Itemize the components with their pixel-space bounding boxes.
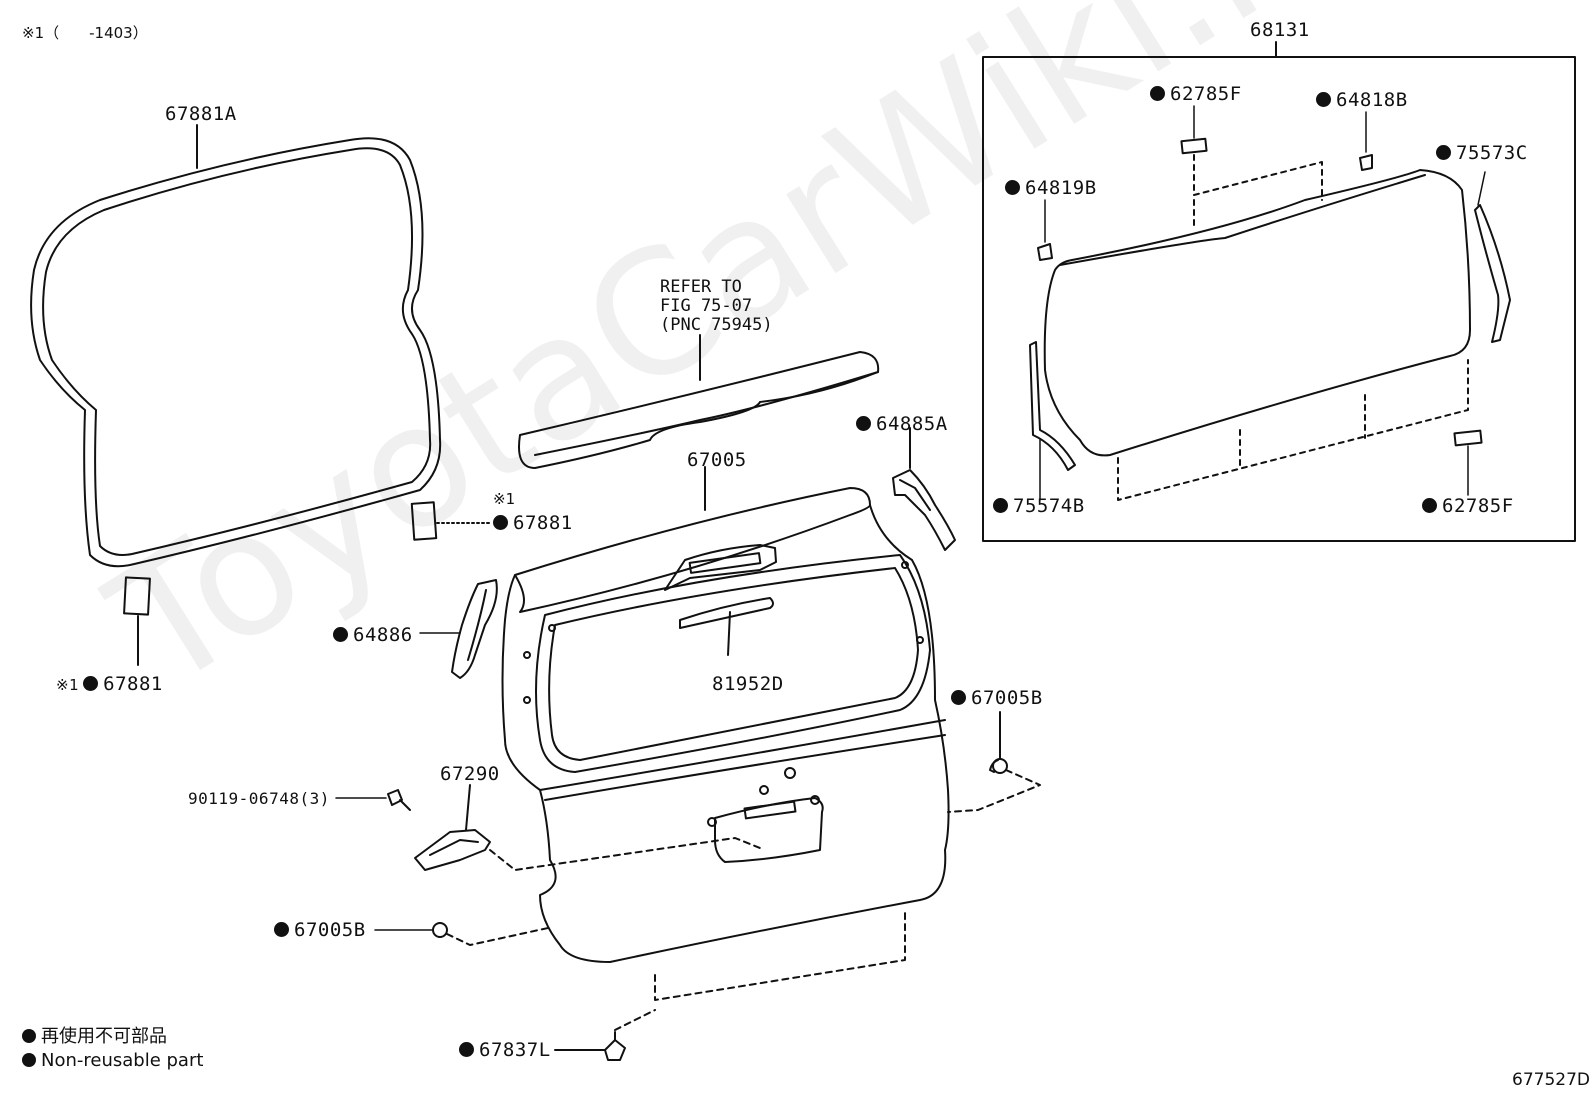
back-door-panel-67005 bbox=[501, 487, 950, 963]
label-67005B-right: 67005B bbox=[951, 688, 1043, 708]
non-reusable-marker bbox=[493, 515, 508, 530]
stay-67005B-left bbox=[432, 922, 448, 938]
label-75574B: 75574B bbox=[993, 496, 1085, 516]
hinge-cover-64886 bbox=[451, 579, 498, 679]
label-67837L: 67837L bbox=[459, 1040, 551, 1060]
header-note: ※1（ -1403） bbox=[22, 24, 148, 42]
hinge-cover-64885A bbox=[892, 469, 956, 551]
dash-67290 bbox=[489, 837, 761, 871]
label-64818B: 64818B bbox=[1316, 90, 1408, 110]
refer-note: REFER TO FIG 75-07 (PNC 75945) bbox=[660, 277, 773, 335]
clip-62785F-top bbox=[1180, 137, 1208, 155]
figure-code: 677527D bbox=[1512, 1070, 1590, 1090]
label-67005: 67005 bbox=[687, 449, 747, 471]
molding-75573C bbox=[1474, 204, 1511, 343]
bolt-90119 bbox=[387, 789, 411, 811]
label-64885A: 64885A bbox=[856, 414, 948, 434]
label-67290: 67290 bbox=[440, 763, 500, 785]
non-reusable-marker bbox=[22, 1029, 36, 1043]
non-reusable-marker bbox=[1436, 145, 1451, 160]
dash-67837L bbox=[614, 1009, 656, 1031]
dash-67005B-left bbox=[446, 927, 549, 946]
clip-62785F-bottom bbox=[1453, 429, 1483, 447]
legend-jp: 再使用不可部品 bbox=[22, 1022, 167, 1048]
label-81952D: 81952D bbox=[712, 673, 784, 695]
non-reusable-marker bbox=[333, 627, 348, 642]
legend-en: Non-reusable part bbox=[22, 1050, 203, 1071]
dash-glass-bottom bbox=[1117, 359, 1469, 501]
dash-67005B-right bbox=[947, 769, 1041, 813]
label-67005B-left: 67005B bbox=[274, 920, 366, 940]
leader-67290 bbox=[465, 784, 471, 831]
non-reusable-marker bbox=[951, 690, 966, 705]
hinge-67290 bbox=[414, 829, 491, 871]
clip-64819B bbox=[1037, 243, 1053, 261]
label-62785F-top: 62785F bbox=[1150, 84, 1242, 104]
pad-67881-top bbox=[410, 501, 438, 541]
label-90119: 90119-06748(3) bbox=[188, 789, 330, 808]
back-window-glass bbox=[1043, 169, 1471, 457]
rear-spoiler bbox=[518, 351, 880, 469]
group-box-68131 bbox=[982, 56, 1576, 542]
non-reusable-marker bbox=[1150, 86, 1165, 101]
label-64886: 64886 bbox=[333, 625, 413, 645]
non-reusable-marker bbox=[22, 1053, 36, 1067]
non-reusable-marker bbox=[1005, 180, 1020, 195]
dash-62785F-top bbox=[1193, 154, 1323, 201]
note-67881-top: ※1 bbox=[493, 490, 516, 508]
stay-67005B-right bbox=[989, 758, 1008, 774]
label-67881-top: 67881 bbox=[493, 513, 573, 533]
clip-64818B bbox=[1359, 154, 1373, 171]
leader-75573C bbox=[1477, 171, 1486, 206]
non-reusable-marker bbox=[1422, 498, 1437, 513]
non-reusable-marker bbox=[459, 1042, 474, 1057]
label-75573C: 75573C bbox=[1436, 143, 1528, 163]
leader-81952D bbox=[727, 611, 731, 656]
label-68131: 68131 bbox=[1250, 19, 1310, 41]
non-reusable-marker bbox=[856, 416, 871, 431]
dash-door-bottom bbox=[654, 911, 906, 1001]
clip-67837L bbox=[604, 1031, 626, 1061]
non-reusable-marker bbox=[1316, 92, 1331, 107]
label-62785F-bottom: 62785F bbox=[1422, 496, 1514, 516]
molding-75574B bbox=[1029, 341, 1076, 471]
non-reusable-marker bbox=[993, 498, 1008, 513]
pad-67881-bottom bbox=[123, 576, 151, 616]
weatherstrip-67881A bbox=[30, 137, 442, 568]
label-67881A: 67881A bbox=[165, 103, 237, 125]
label-64819B: 64819B bbox=[1005, 178, 1097, 198]
non-reusable-marker bbox=[83, 676, 99, 691]
non-reusable-marker bbox=[274, 922, 289, 937]
